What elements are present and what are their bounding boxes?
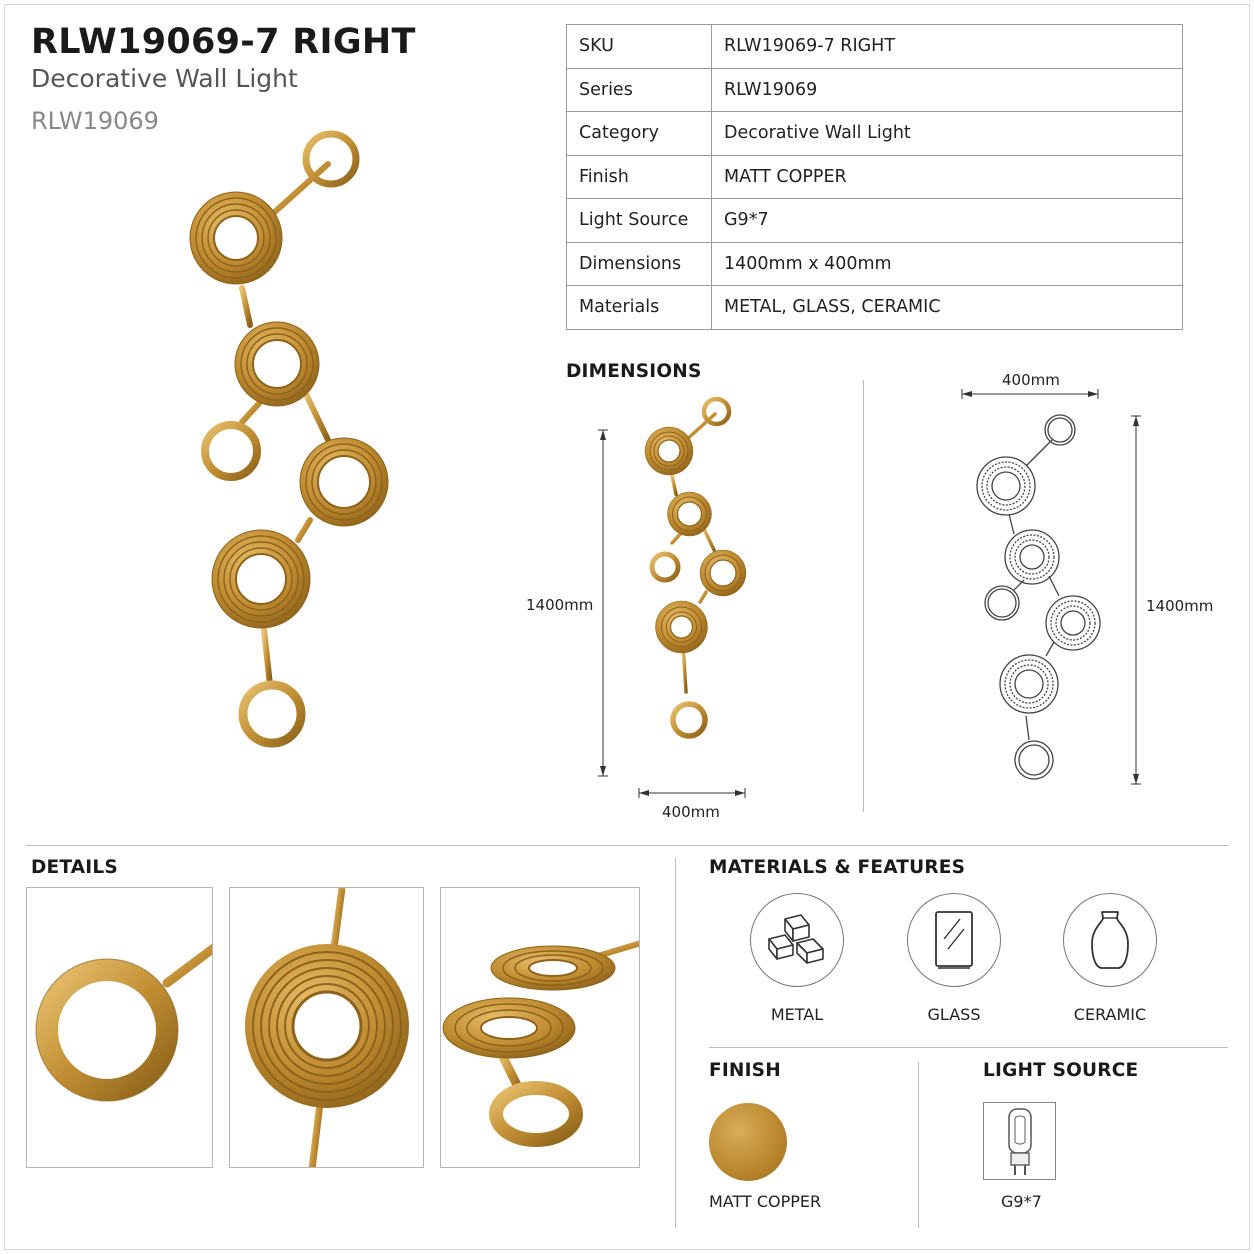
line-drawing [976, 414, 1101, 780]
spec-value: METAL, GLASS, CERAMIC [711, 285, 1183, 330]
details-divider [675, 858, 676, 1228]
spec-key: SKU [566, 24, 712, 69]
spec-value: 1400mm x 400mm [711, 241, 1183, 286]
width-arrow [638, 788, 746, 798]
materials-divider [709, 1047, 1228, 1048]
finish-label: MATT COPPER [709, 1192, 822, 1211]
spec-key: Category [566, 111, 712, 156]
dimensions-heading: DIMENSIONS [566, 361, 702, 382]
detail-image-angled-rings [440, 887, 640, 1168]
product-title: RLW19069-7 RIGHT [31, 22, 416, 62]
drawing-width-label: 400mm [1002, 371, 1060, 389]
dimension-photo [644, 396, 747, 739]
material-ceramic: CERAMIC [1030, 893, 1190, 1024]
product-photo [189, 130, 389, 748]
spec-value: RLW19069 [711, 67, 1183, 112]
material-metal: METAL [717, 893, 877, 1024]
ceramic-vase-icon [1063, 893, 1157, 987]
drawing-width-arrow [961, 389, 1099, 399]
spec-key: Light Source [566, 198, 712, 243]
metal-blocks-icon [750, 893, 844, 987]
materials-heading: MATERIALS & FEATURES [709, 857, 966, 878]
spec-key: Series [566, 67, 712, 112]
light-source-heading: LIGHT SOURCE [983, 1060, 1139, 1081]
drawing-height-arrow [1131, 415, 1141, 785]
height-arrow [598, 429, 608, 777]
spec-key: Dimensions [566, 241, 712, 286]
finish-divider [918, 1062, 919, 1228]
material-label: GLASS [927, 1005, 981, 1024]
photo-width-label: 400mm [662, 803, 720, 821]
g9-bulb-icon [983, 1102, 1056, 1180]
spec-key: Finish [566, 154, 712, 199]
product-subtitle: Decorative Wall Light [31, 64, 298, 93]
drawing-height-label: 1400mm [1146, 597, 1214, 615]
light-source-label: G9*7 [1001, 1192, 1042, 1211]
detail-image-large-ring [229, 887, 424, 1168]
product-series: RLW19069 [31, 107, 159, 135]
material-label: CERAMIC [1073, 1005, 1147, 1024]
material-glass: GLASS [874, 893, 1034, 1024]
finish-heading: FINISH [709, 1060, 781, 1081]
material-label: METAL [770, 1005, 824, 1024]
finish-swatch [709, 1103, 787, 1181]
page-frame [4, 4, 1250, 1250]
spec-value: MATT COPPER [711, 154, 1183, 199]
detail-image-small-ring [26, 887, 213, 1168]
spec-key: Materials [566, 285, 712, 330]
dimensions-divider [863, 380, 864, 812]
section-divider [26, 845, 1228, 846]
spec-value: G9*7 [711, 198, 1183, 243]
photo-height-label: 1400mm [526, 596, 594, 614]
spec-value: Decorative Wall Light [711, 111, 1183, 156]
glass-pane-icon [907, 893, 1001, 987]
details-heading: DETAILS [31, 857, 118, 878]
spec-value: RLW19069-7 RIGHT [711, 24, 1183, 69]
